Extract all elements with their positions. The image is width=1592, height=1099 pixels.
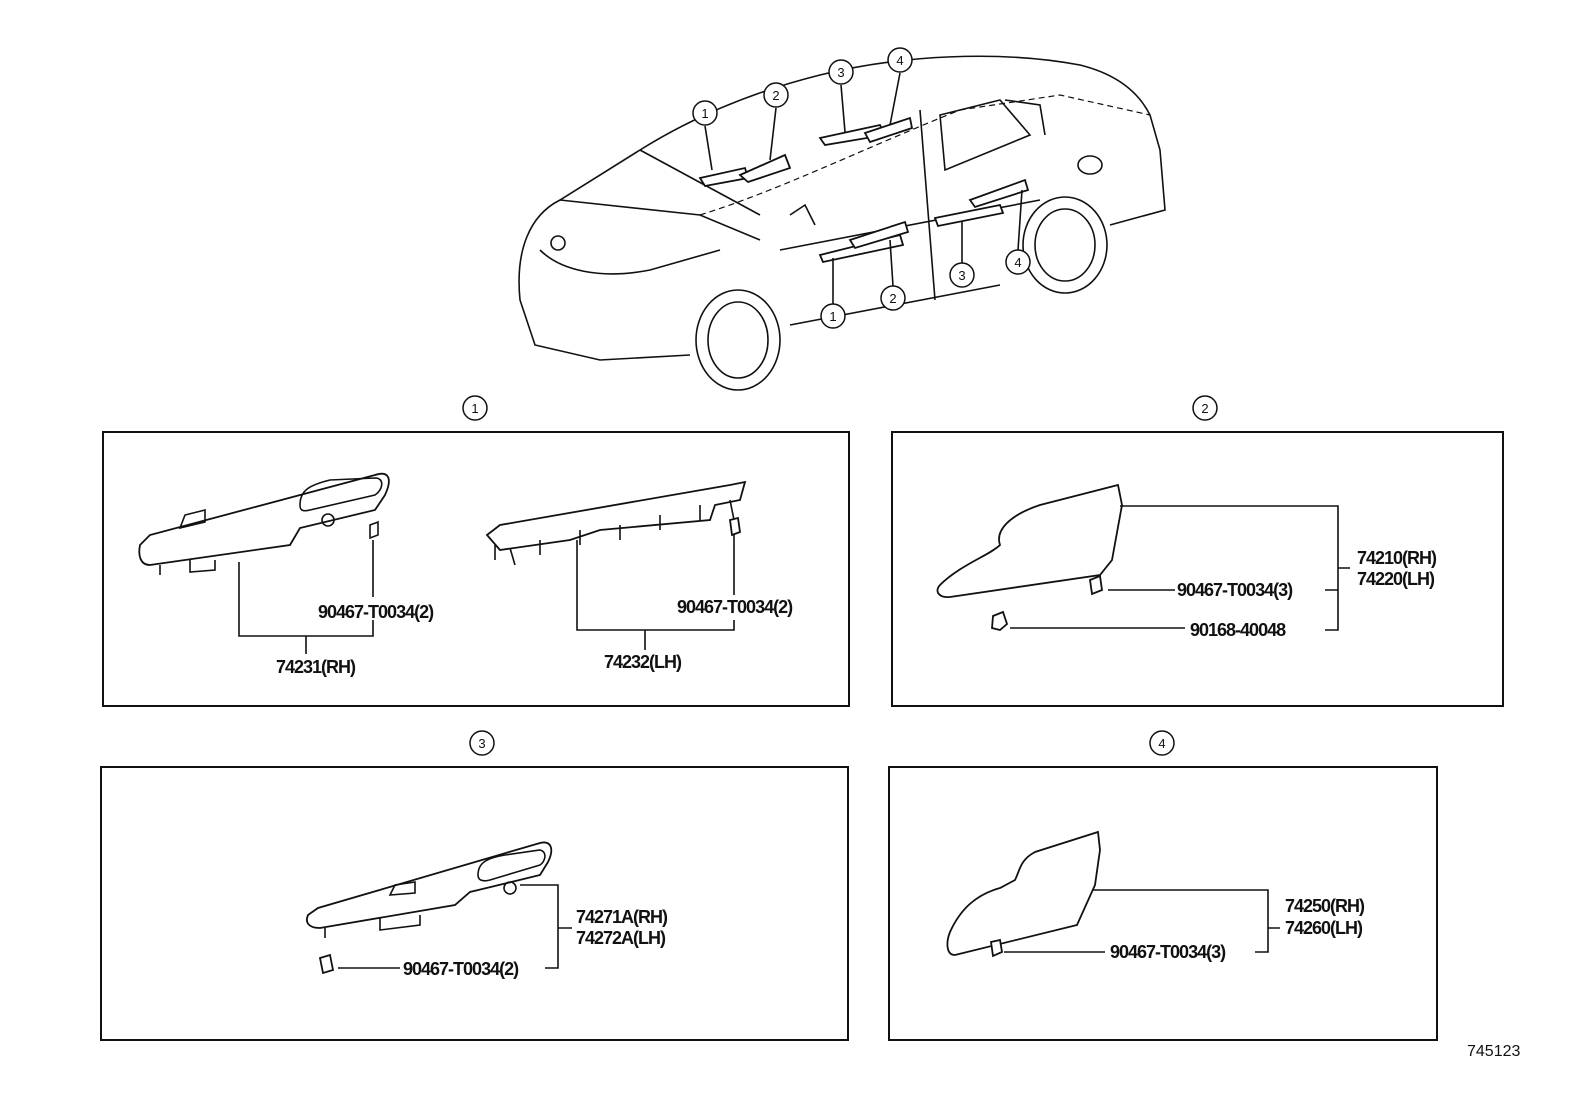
- section-2: 2 74210(RH) 74220(LH) 90467-T0034(3) 901…: [891, 395, 1504, 707]
- door-trim-illustration: [936, 483, 1123, 598]
- part-number-74271A-rh[interactable]: 74271A(RH): [576, 907, 669, 927]
- section-number: 1: [471, 401, 478, 416]
- section-frame: [102, 431, 850, 707]
- part-number-74250-rh[interactable]: 74250(RH): [1285, 896, 1366, 916]
- svg-text:3: 3: [837, 65, 844, 80]
- section-3: 3 74271A(RH) 74272A(LH) 90467-T0034(2): [100, 730, 849, 1041]
- part-number-74220-lh[interactable]: 74220(LH): [1357, 569, 1436, 589]
- section-number: 3: [478, 736, 485, 751]
- callout-bottom-4[interactable]: 4: [1005, 189, 1031, 275]
- section-number-circle: [1192, 395, 1218, 421]
- screw-icon: [991, 610, 1009, 631]
- section-frame: [888, 766, 1438, 1041]
- switch-base-illustration: [306, 841, 553, 938]
- svg-text:2: 2: [889, 291, 896, 306]
- part-number-74231-rh[interactable]: 74231(RH): [276, 657, 357, 677]
- clip-icon: [318, 953, 335, 975]
- switch-base-rh-illustration: [138, 472, 390, 575]
- svg-text:2: 2: [772, 88, 779, 103]
- switch-base-lh-illustration: [485, 480, 747, 566]
- callout-top-3[interactable]: 3: [828, 59, 854, 133]
- callout-top-4[interactable]: 4: [887, 47, 913, 126]
- part-number-90467-T0034[interactable]: 90467-T0034(3): [1110, 942, 1227, 962]
- part-number-74210-rh[interactable]: 74210(RH): [1357, 548, 1438, 568]
- section-number-circle: [469, 730, 495, 756]
- section-number-circle: [1149, 730, 1175, 756]
- diagram-id: 745123: [1467, 1043, 1520, 1060]
- svg-text:4: 4: [1014, 255, 1021, 270]
- part-number-90467-T0034[interactable]: 90467-T0034(2): [677, 597, 794, 617]
- svg-text:1: 1: [701, 106, 708, 121]
- svg-text:4: 4: [896, 53, 903, 68]
- clip-icon: [989, 938, 1004, 958]
- callout-top-2[interactable]: 2: [763, 82, 789, 161]
- section-frame: [100, 766, 849, 1041]
- section-frame: [891, 431, 1504, 707]
- section-1: 1 90467-T0034(2) 74231(RH) 90467-T0034(2…: [102, 395, 850, 707]
- callout-top-1[interactable]: 1: [692, 100, 718, 171]
- clip-icon: [1089, 574, 1103, 596]
- part-number-90467-T0034[interactable]: 90467-T0034(3): [1177, 580, 1294, 600]
- section-number-circle: [462, 395, 488, 421]
- section-number: 4: [1158, 736, 1165, 751]
- part-number-90467-T0034[interactable]: 90467-T0034(2): [318, 602, 435, 622]
- part-number-74232-lh[interactable]: 74232(LH): [604, 652, 683, 672]
- part-number-74260-lh[interactable]: 74260(LH): [1285, 918, 1364, 938]
- section-4: 4 74250(RH) 74260(LH) 90467-T0034(3): [888, 730, 1438, 1041]
- car-overview-illustration: [518, 55, 1166, 391]
- door-trim-illustration: [946, 830, 1101, 956]
- callout-bottom-3[interactable]: 3: [949, 222, 975, 288]
- part-number-90467-T0034[interactable]: 90467-T0034(2): [403, 959, 520, 979]
- svg-text:1: 1: [829, 309, 836, 324]
- part-number-90168-40048[interactable]: 90168-40048: [1190, 620, 1287, 640]
- section-number: 2: [1201, 401, 1208, 416]
- part-number-74272A-lh[interactable]: 74272A(LH): [576, 928, 667, 948]
- callout-bottom-1[interactable]: 1: [820, 258, 846, 329]
- svg-text:3: 3: [958, 268, 965, 283]
- callout-bottom-2[interactable]: 2: [880, 239, 906, 311]
